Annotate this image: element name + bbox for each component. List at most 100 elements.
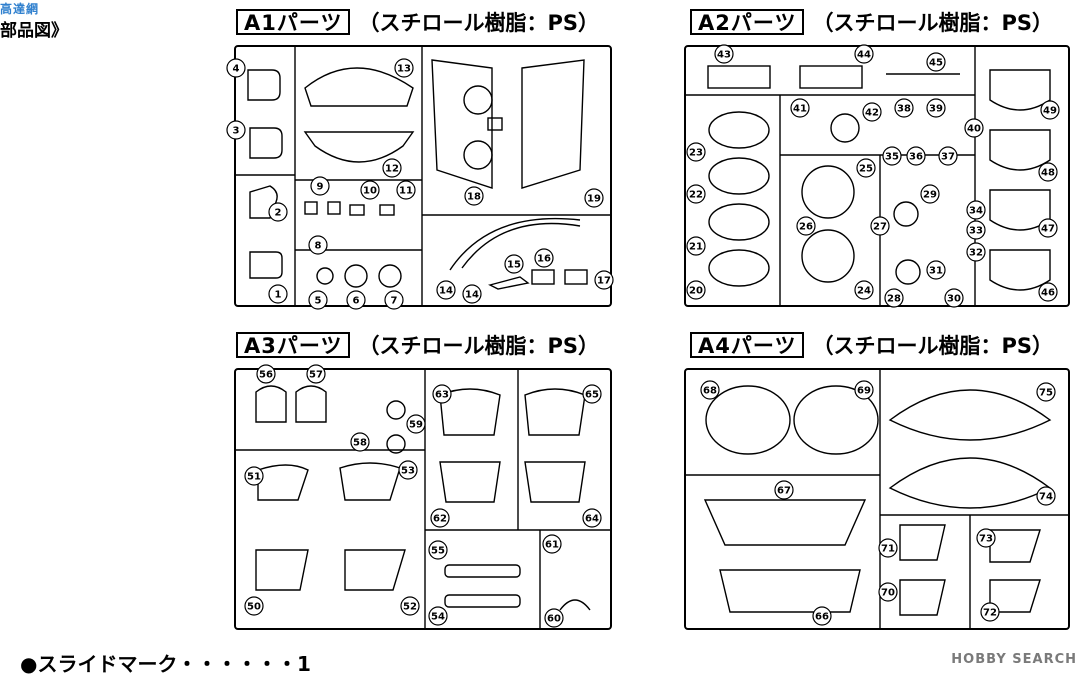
- part-number-marker: 32: [966, 242, 986, 262]
- part-number-circle: [878, 582, 898, 602]
- part-number-label: 49: [1043, 106, 1057, 117]
- sheet-code: A2パーツ: [690, 9, 805, 35]
- part-number-label: 73: [979, 534, 993, 545]
- part-number-label: 61: [545, 540, 559, 551]
- part-number-label: 41: [793, 104, 807, 115]
- part-number-marker: 72: [980, 602, 1000, 622]
- part-number-marker: 52: [400, 596, 420, 616]
- part-number-marker: 47: [1038, 218, 1058, 238]
- part-number-circle: [398, 460, 418, 480]
- part-number-label: 9: [317, 182, 324, 193]
- part-number-marker: 40: [964, 118, 984, 138]
- part-number-marker: 21: [686, 236, 706, 256]
- part-number-label: 11: [399, 186, 413, 197]
- part-number-label: 5: [315, 296, 322, 307]
- part-number-label: 34: [969, 206, 983, 217]
- part-number-marker: 4: [226, 58, 246, 78]
- part-number-marker: 27: [870, 216, 890, 236]
- part-number-marker: 67: [774, 480, 794, 500]
- part-number-marker: 26: [796, 216, 816, 236]
- part-number-marker: 68: [700, 380, 720, 400]
- sheet-header-a2: A2パーツ （スチロール樹脂：PS）: [690, 6, 1053, 38]
- part-number-marker: 43: [714, 44, 734, 64]
- part-number-marker: 74: [1036, 486, 1056, 506]
- part-number-label: 47: [1041, 224, 1055, 235]
- part-number-circle: [790, 98, 810, 118]
- part-number-marker: 1: [268, 284, 288, 304]
- part-number-circle: [1038, 218, 1058, 238]
- part-number-label: 23: [689, 148, 703, 159]
- part-number-label: 62: [433, 514, 447, 525]
- part-number-marker: 54: [428, 606, 448, 626]
- part-number-label: 63: [435, 390, 449, 401]
- part-number-marker: 69: [854, 380, 874, 400]
- part-number-circle: [920, 184, 940, 204]
- part-number-label: 32: [969, 248, 983, 259]
- watermark: HOBBY SEARCH: [951, 652, 1077, 667]
- part-number-marker: 9: [310, 176, 330, 196]
- part-number-circle: [926, 52, 946, 72]
- part-number-label: 19: [587, 194, 601, 205]
- part-number-circle: [686, 142, 706, 162]
- part-number-label: 6: [353, 296, 360, 307]
- part-number-label: 40: [967, 124, 981, 135]
- part-number-circle: [700, 380, 720, 400]
- part-number-label: 51: [247, 472, 261, 483]
- part-number-circle: [534, 248, 554, 268]
- part-number-circle: [926, 98, 946, 118]
- part-number-label: 46: [1041, 288, 1055, 299]
- part-number-marker: 31: [926, 260, 946, 280]
- part-number-circle: [226, 120, 246, 140]
- part-number-marker: 60: [544, 608, 564, 628]
- part-number-circle: [854, 380, 874, 400]
- part-number-circle: [686, 236, 706, 256]
- part-number-marker: 58: [350, 432, 370, 452]
- part-number-label: 66: [815, 612, 829, 623]
- part-number-circle: [306, 364, 326, 384]
- part-number-marker: 44: [854, 44, 874, 64]
- part-number-circle: [966, 200, 986, 220]
- part-number-label: 53: [401, 466, 415, 477]
- part-number-marker: 38: [894, 98, 914, 118]
- slide-mark-note: ●スライドマーク・・・・・・1: [20, 652, 311, 676]
- sheet-code: A3パーツ: [236, 332, 351, 358]
- part-number-circle: [964, 118, 984, 138]
- part-number-label: 13: [397, 64, 411, 75]
- part-number-label: 33: [969, 226, 983, 237]
- part-number-label: 42: [865, 108, 879, 119]
- part-number-circle: [350, 432, 370, 452]
- part-number-marker: 15: [504, 254, 524, 274]
- part-number-circle: [396, 180, 416, 200]
- part-number-circle: [268, 284, 288, 304]
- part-number-marker: 23: [686, 142, 706, 162]
- part-number-circle: [464, 186, 484, 206]
- part-number-label: 28: [887, 294, 901, 305]
- part-number-circle: [394, 58, 414, 78]
- part-number-marker: 22: [686, 184, 706, 204]
- part-number-marker: 30: [944, 288, 964, 308]
- part-number-marker: 25: [856, 158, 876, 178]
- part-number-circle: [582, 508, 602, 528]
- part-number-circle: [504, 254, 524, 274]
- part-number-label: 24: [857, 286, 871, 297]
- part-number-marker: 36: [906, 146, 926, 166]
- part-number-marker: 57: [306, 364, 326, 384]
- part-number-circle: [796, 216, 816, 236]
- part-number-circle: [594, 270, 614, 290]
- part-number-label: 44: [857, 50, 871, 61]
- part-number-label: 2: [275, 208, 282, 219]
- sheet-header-a4: A4パーツ （スチロール樹脂：PS）: [690, 329, 1053, 361]
- part-number-marker: 24: [854, 280, 874, 300]
- part-number-label: 75: [1039, 388, 1053, 399]
- part-number-label: 7: [391, 296, 398, 307]
- part-number-label: 14: [465, 290, 479, 301]
- part-number-label: 72: [983, 608, 997, 619]
- part-number-marker: 19: [584, 188, 604, 208]
- part-number-circle: [1038, 162, 1058, 182]
- part-number-label: 17: [597, 276, 611, 287]
- part-number-circle: [1036, 382, 1056, 402]
- part-number-marker: 71: [878, 538, 898, 558]
- part-number-circle: [870, 216, 890, 236]
- part-number-circle: [938, 146, 958, 166]
- part-number-circle: [244, 596, 264, 616]
